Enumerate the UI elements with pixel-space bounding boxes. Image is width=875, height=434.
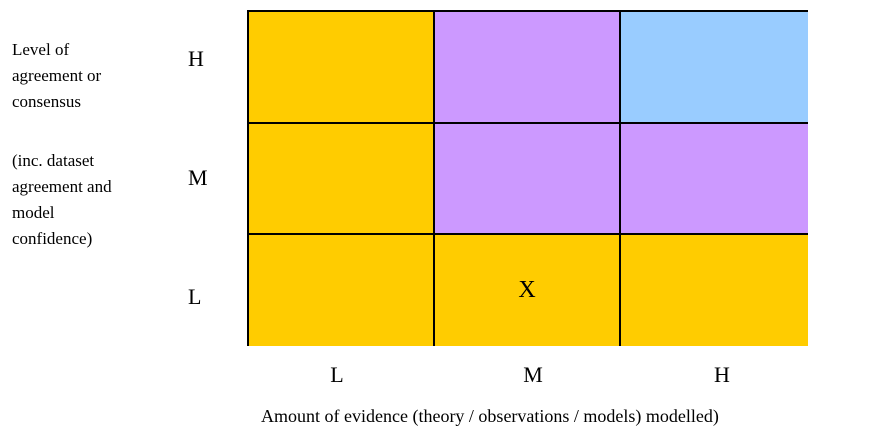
y-axis-label-line: Level of <box>12 40 70 59</box>
y-axis-label-line: consensus <box>12 92 81 111</box>
y-axis-sublabel-line: confidence) <box>12 229 93 248</box>
y-axis-sublabel-line: model <box>12 203 55 222</box>
cell-h-h <box>621 12 808 124</box>
cell-m-h <box>621 124 808 235</box>
cell-m-l <box>249 124 435 235</box>
y-axis-sublabel-line: agreement and <box>12 177 112 196</box>
col-tick-high: H <box>714 362 730 387</box>
y-axis-sublabel: (inc. dataset agreement and model confid… <box>12 148 172 252</box>
cell-m-m <box>435 124 621 235</box>
cell-h-m <box>435 12 621 124</box>
cell-l-l <box>249 235 435 346</box>
cell-l-m: X <box>435 235 621 346</box>
row-tick-high: H <box>188 46 204 71</box>
y-axis-sublabel-line: (inc. dataset <box>12 151 95 170</box>
row-tick-medium: M <box>188 165 208 190</box>
confidence-matrix: X <box>247 10 808 346</box>
row-tick-low: L <box>188 284 202 309</box>
col-tick-low: L <box>330 362 344 387</box>
y-axis-label-line: agreement or <box>12 66 102 85</box>
y-axis-label: Level of agreement or consensus <box>12 37 162 115</box>
x-axis-label: Amount of evidence (theory / observation… <box>261 406 719 426</box>
cell-h-l <box>249 12 435 124</box>
col-tick-medium: M <box>523 362 543 387</box>
cell-l-h <box>621 235 808 346</box>
